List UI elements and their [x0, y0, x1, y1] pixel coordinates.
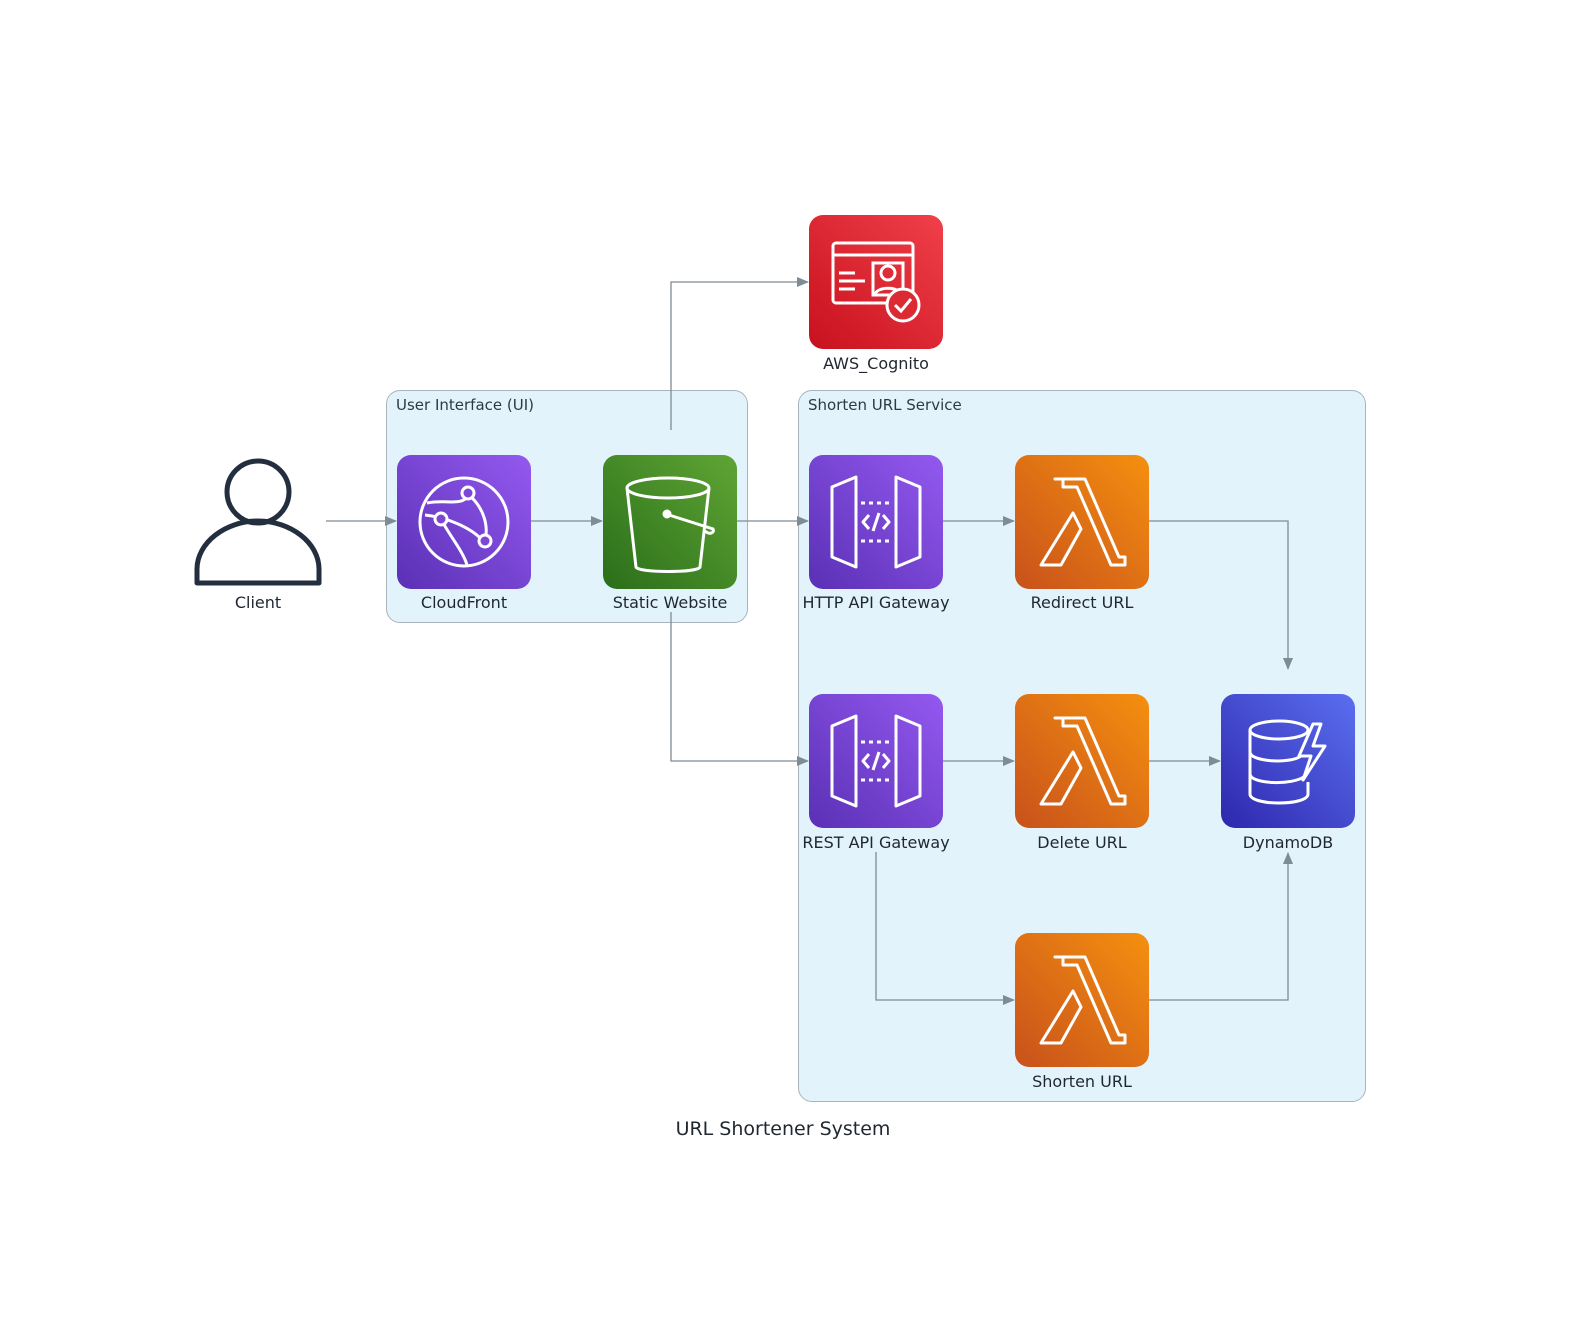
node-http-api-gateway-label: HTTP API Gateway: [802, 593, 950, 612]
node-client-label: Client: [234, 593, 282, 612]
node-shorten-url[interactable]: [1015, 933, 1149, 1067]
user-icon: [194, 458, 322, 586]
node-shorten-url-label: Shorten URL: [1032, 1072, 1132, 1091]
cluster-shorten-url-service-label: Shorten URL Service: [808, 396, 962, 414]
node-cognito[interactable]: [809, 215, 943, 349]
edge-redirect-dynamodb: [1149, 520, 1293, 670]
node-cloudfront[interactable]: [397, 455, 531, 589]
lambda-icon: [1039, 955, 1127, 1045]
dynamodb-icon: [1248, 719, 1327, 805]
node-dynamodb[interactable]: [1221, 694, 1355, 828]
edge-rest-api-shorten: [875, 852, 1015, 1005]
node-dynamodb-label: DynamoDB: [1242, 833, 1334, 852]
node-client[interactable]: [191, 455, 325, 589]
api-gateway-icon: [830, 475, 922, 569]
cognito-icon: [831, 241, 921, 323]
api-gateway-icon: [830, 714, 922, 808]
node-http-api-gateway[interactable]: [809, 455, 943, 589]
edge-static-website-cognito: [670, 277, 809, 430]
diagram-title: URL Shortener System: [675, 1118, 891, 1140]
node-cloudfront-label: CloudFront: [420, 593, 508, 612]
node-static-website-label: Static Website: [612, 593, 728, 612]
edge-shorten-dynamodb: [1149, 852, 1293, 1001]
s3-bucket-icon: [625, 476, 715, 573]
node-static-website[interactable]: [603, 455, 737, 589]
cluster-user-interface-label: User Interface (UI): [396, 396, 534, 414]
lambda-icon: [1039, 716, 1127, 806]
node-rest-api-gateway[interactable]: [809, 694, 943, 828]
node-redirect-url-label: Redirect URL: [1030, 593, 1134, 612]
lambda-icon: [1039, 477, 1127, 567]
node-redirect-url[interactable]: [1015, 455, 1149, 589]
node-delete-url-label: Delete URL: [1037, 833, 1127, 852]
node-cognito-label: AWS_Cognito: [823, 354, 929, 373]
node-delete-url[interactable]: [1015, 694, 1149, 828]
node-rest-api-gateway-label: REST API Gateway: [802, 833, 950, 852]
edge-static-website-rest-api: [670, 612, 809, 766]
cloudfront-icon: [418, 476, 510, 568]
